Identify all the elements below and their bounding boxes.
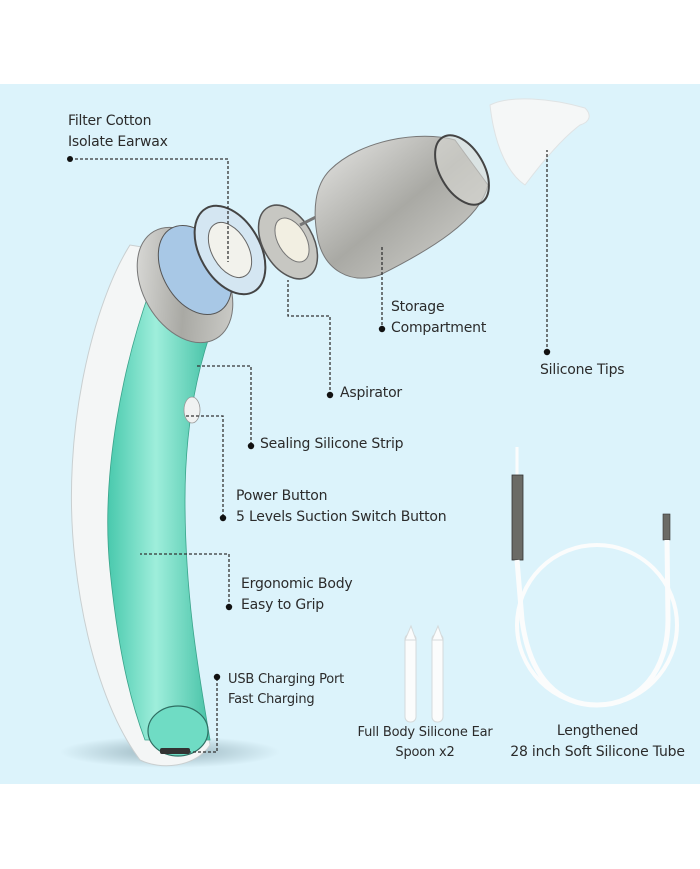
accessory-ear-spoon-title: Full Body Silicone Ear — [357, 725, 493, 740]
leader-dots — [67, 156, 551, 681]
accessory-tube-sub: 28 inch Soft Silicone Tube — [510, 744, 685, 760]
accessory-tube-title: Lengthened — [556, 723, 639, 739]
callout-usb-sub: Fast Charging — [228, 692, 315, 707]
usb-port-cap — [147, 705, 209, 757]
callout-power-button: Power Button 5 Levels Suction Switch But… — [236, 486, 447, 528]
callout-silicone-tips-title: Silicone Tips — [540, 362, 625, 378]
callout-storage-title: Storage — [391, 299, 445, 315]
callout-usb: USB Charging Port Fast Charging — [228, 670, 344, 710]
callout-ergonomic-sub: Easy to Grip — [241, 597, 324, 613]
callout-power-button-title: Power Button — [236, 488, 328, 504]
callout-sealing-strip-title: Sealing Silicone Strip — [260, 436, 404, 452]
silicone-tube — [511, 447, 679, 708]
callout-ergonomic: Ergonomic Body Easy to Grip — [241, 574, 353, 616]
callout-aspirator: Aspirator — [340, 383, 402, 404]
callout-usb-title: USB Charging Port — [228, 672, 345, 687]
callout-aspirator-title: Aspirator — [340, 385, 402, 401]
callout-ergonomic-title: Ergonomic Body — [241, 576, 353, 592]
accessory-tube-label: Lengthened 28 inch Soft Silicone Tube — [495, 721, 700, 763]
callout-silicone-tips: Silicone Tips — [540, 360, 625, 381]
callout-filter-cotton: Filter Cotton Isolate Earwax — [68, 111, 168, 153]
callout-storage: Storage Compartment — [391, 297, 486, 339]
power-button-knob — [183, 396, 201, 424]
ear-spoon-pair — [404, 624, 444, 723]
leader-lines — [70, 150, 548, 753]
callout-storage-sub: Compartment — [391, 320, 487, 336]
callout-filter-cotton-sub: Isolate Earwax — [68, 134, 168, 150]
callout-filter-cotton-title: Filter Cotton — [68, 113, 152, 129]
accessory-ear-spoon-sub: Spoon x2 — [395, 745, 455, 760]
silicone-tip — [489, 98, 590, 186]
accessory-ear-spoon-label: Full Body Silicone Ear Spoon x2 — [345, 723, 505, 763]
callout-sealing-strip: Sealing Silicone Strip — [260, 434, 404, 455]
callout-power-button-sub: 5 Levels Suction Switch Button — [236, 509, 447, 525]
